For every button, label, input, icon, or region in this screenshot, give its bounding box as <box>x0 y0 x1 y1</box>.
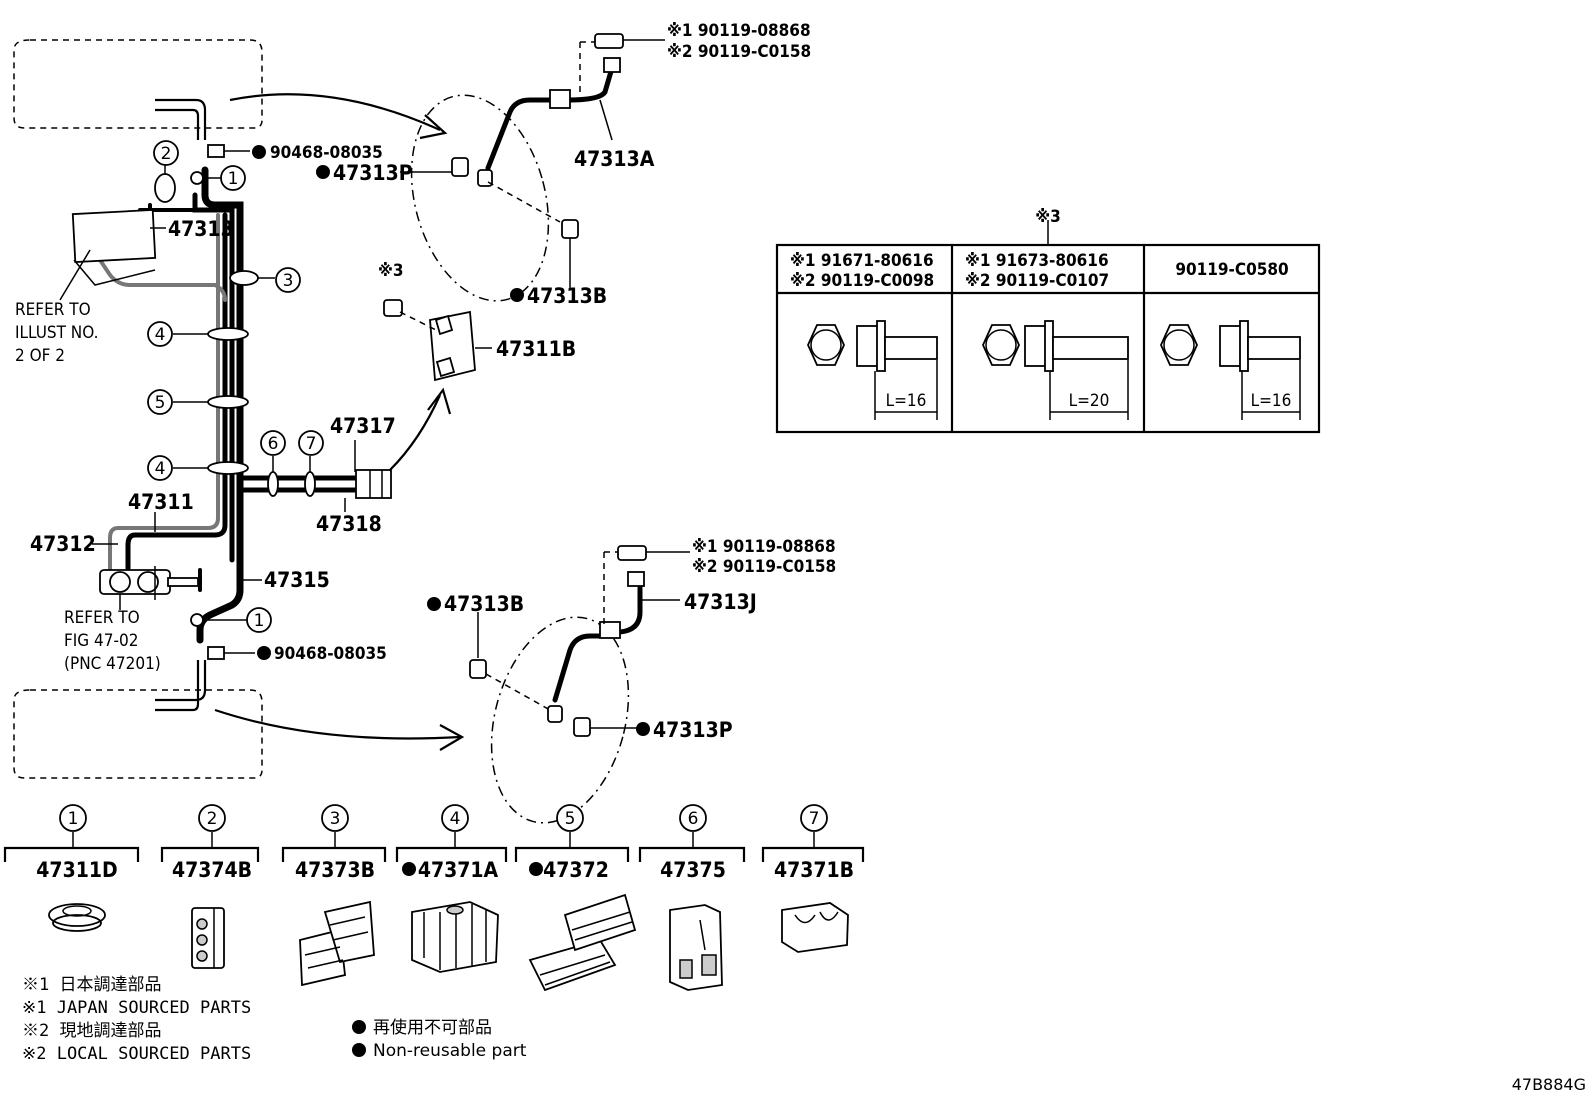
master-cylinder <box>99 566 199 610</box>
vehicle-outline-bottom <box>13 689 263 779</box>
refer-illust-1: REFER TO <box>15 300 91 320</box>
bolt-col2-line2: ※2 90119-C0107 <box>965 271 1109 291</box>
clamp-num-3: 3 <box>330 809 341 829</box>
label-clip-top: 90468-08035 <box>270 143 383 163</box>
callout-top-1: ※1 90119-08868 <box>667 21 811 41</box>
clamp-part-6: 47375 <box>660 858 726 882</box>
label-47312: 47312 <box>30 532 96 556</box>
clamp-num-5: 5 <box>565 809 576 829</box>
clamp-47375-drawing <box>669 904 723 991</box>
clamp-num-7: 7 <box>809 809 820 829</box>
clamp-num-6: 6 <box>688 809 699 829</box>
legend-nonreuse-en: Non-reusable part <box>373 1041 527 1061</box>
legend-jp1: ※1 日本調達部品 <box>22 975 161 995</box>
label-47313: 47313 <box>168 217 234 241</box>
marker-1: 1 <box>228 169 239 189</box>
marker-5: 5 <box>155 393 166 413</box>
marker-circle <box>220 165 246 191</box>
clamp-part-2: 47374B <box>172 858 252 882</box>
legend-en1: ※1 JAPAN SOURCED PARTS <box>22 998 251 1018</box>
marker-1b: 1 <box>254 611 265 631</box>
clamp-part-4: 47371A <box>418 858 499 882</box>
label-47318: 47318 <box>316 512 382 536</box>
clamp-47372-drawing <box>528 893 637 992</box>
arrow-top <box>229 93 441 132</box>
label-note3: ※3 <box>378 261 404 281</box>
marker-6: 6 <box>268 434 279 454</box>
callout-bottom-2: ※2 90119-C0158 <box>692 557 836 577</box>
bolt-col1-line2: ※2 90119-C0098 <box>790 271 934 291</box>
refer-fig-1: REFER TO <box>64 608 140 628</box>
marker-4b: 4 <box>155 459 166 479</box>
clamp-part-5: 47372 <box>543 858 609 882</box>
clamp-47374B-drawing <box>191 907 225 969</box>
legend-nonreuse-jp: 再使用不可部品 <box>373 1017 492 1038</box>
label-47313B-top: 47313B <box>527 284 607 308</box>
label-clip-bottom: 90468-08035 <box>274 644 387 664</box>
arrow-mid <box>389 394 442 471</box>
refer-fig-3: (PNC 47201) <box>64 654 161 674</box>
label-47315: 47315 <box>264 568 330 592</box>
label-47311: 47311 <box>128 490 194 514</box>
clamp-47371B-drawing <box>781 902 849 953</box>
bolt-col2-length: L=20 <box>1069 391 1110 411</box>
diagram-code: 47B884G <box>1512 1075 1586 1094</box>
vehicle-outline-top <box>13 39 263 129</box>
nonreusable-dot <box>252 145 266 159</box>
bolt-col3-length: L=16 <box>1251 391 1292 411</box>
clamp-47371A-drawing <box>411 901 499 973</box>
bolt-col2-line1: ※1 91673-80616 <box>965 251 1109 271</box>
bolt-col1-length: L=16 <box>886 391 927 411</box>
bolt-col3-line1: 90119-C0580 <box>1175 260 1288 280</box>
refer-illust-2: ILLUST NO. <box>15 323 98 343</box>
refer-illust-3: 2 OF 2 <box>15 346 65 366</box>
bolt-table-title: ※3 <box>1035 207 1061 227</box>
marker-2: 2 <box>161 144 172 164</box>
refer-fig-2: FIG 47-02 <box>64 631 138 651</box>
label-47313A: 47313A <box>574 147 655 171</box>
label-47313P-bottom: 47313P <box>653 718 733 742</box>
clamp-part-1: 47311D <box>36 858 117 882</box>
abs-actuator <box>71 208 157 264</box>
label-47313J: 47313J <box>684 590 757 614</box>
clamp-num-1: 1 <box>68 809 79 829</box>
label-47313B-bottom: 47313B <box>444 592 524 616</box>
bolt-table <box>775 220 1321 434</box>
clamp-num-2: 2 <box>207 809 218 829</box>
clamp-part-3: 47373B <box>295 858 375 882</box>
clamp-47373B-drawing <box>299 900 375 987</box>
legend-jp2: ※2 現地調達部品 <box>22 1021 161 1041</box>
detail-circle-top <box>410 94 550 302</box>
clamp-part-7: 47371B <box>774 858 854 882</box>
callout-bottom-1: ※1 90119-08868 <box>692 537 836 557</box>
clamp-row <box>3 832 865 862</box>
marker-7: 7 <box>306 434 317 454</box>
legend-en2: ※2 LOCAL SOURCED PARTS <box>22 1044 251 1064</box>
label-47313P-top: 47313P <box>333 161 413 185</box>
bolt-col1-line1: ※1 91671-80616 <box>790 251 934 271</box>
detail-circle-bottom <box>490 616 630 824</box>
clamp-num-4: 4 <box>450 809 461 829</box>
callout-top-2: ※2 90119-C0158 <box>667 42 811 62</box>
clamp-47311D-drawing <box>48 903 106 932</box>
label-47317: 47317 <box>330 414 396 438</box>
label-47311B: 47311B <box>496 337 576 361</box>
marker-4: 4 <box>155 325 166 345</box>
bracket-47311B <box>429 310 476 382</box>
tube-connector <box>355 469 392 499</box>
marker-3: 3 <box>283 271 294 291</box>
arrow-bottom <box>214 708 461 740</box>
